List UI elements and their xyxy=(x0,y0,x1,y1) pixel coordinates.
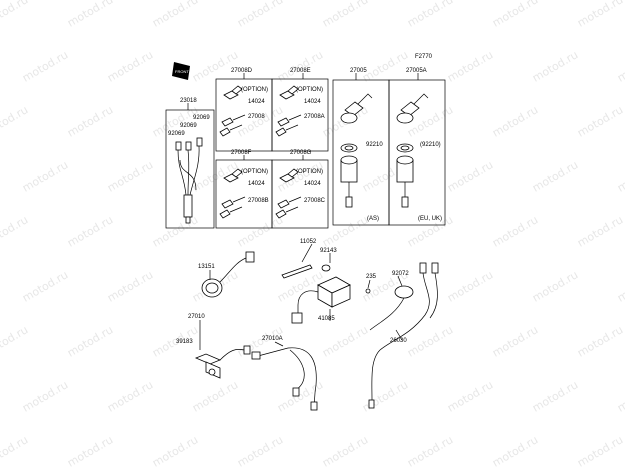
label-39183: 39183 xyxy=(176,339,193,345)
group-box-27005 xyxy=(332,79,390,226)
group-box-27008E xyxy=(271,78,329,152)
label-eu-uk: (EU, UK) xyxy=(418,216,442,222)
wire-harness-27010A xyxy=(251,347,318,411)
label-23018: 23018 xyxy=(180,98,197,104)
label-92143: 92143 xyxy=(320,248,337,254)
label-27008D: 27008D xyxy=(231,68,253,74)
key-set-27008D xyxy=(219,85,246,137)
option-label-1: (OPTION) xyxy=(241,87,268,93)
label-235: 235 xyxy=(366,274,377,280)
label-27008G: 27008G xyxy=(290,150,312,156)
diagram-code: F2770 xyxy=(415,54,433,60)
label-27005: 27005 xyxy=(350,68,367,74)
label-27008A: 27008A xyxy=(304,114,325,120)
wire-harness-26030 xyxy=(368,262,439,409)
bracket-11052 xyxy=(281,264,331,279)
label-27008B: 27008B xyxy=(248,198,269,204)
label-27005A: 27005A xyxy=(406,68,427,74)
label-27010A: 27010A xyxy=(262,336,283,342)
label-92210-paren: (92210) xyxy=(420,142,441,148)
label-13151: 13151 xyxy=(198,264,215,270)
label-92069-b: 92069 xyxy=(180,123,197,129)
option-label-4: (OPTION) xyxy=(296,169,323,175)
switch-27010 xyxy=(194,345,251,379)
label-11052: 11052 xyxy=(300,239,317,245)
group-box-23018 xyxy=(165,109,215,229)
option-label-2: (OPTION) xyxy=(296,87,323,93)
label-92072: 92072 xyxy=(392,271,409,277)
label-14024-2: 14024 xyxy=(304,99,321,105)
label-14024-4: 14024 xyxy=(304,181,321,187)
relay-box-41085 xyxy=(291,276,371,324)
label-as: (AS) xyxy=(367,216,379,222)
label-27008C: 27008C xyxy=(304,198,326,204)
label-27010: 27010 xyxy=(188,314,205,320)
label-92210: 92210 xyxy=(366,142,383,148)
front-arrow-icon: FRONT xyxy=(172,62,190,80)
group-box-27008G xyxy=(271,159,329,229)
svg-text:FRONT: FRONT xyxy=(175,69,189,74)
ignition-switch-27005 xyxy=(340,93,373,208)
label-41085: 41085 xyxy=(318,316,335,322)
ignition-switch-27005A xyxy=(396,93,429,208)
label-27008: 27008 xyxy=(248,114,265,120)
label-14024-3: 14024 xyxy=(248,181,265,187)
label-27008E: 27008E xyxy=(290,68,311,74)
label-27008F: 27008F xyxy=(231,150,252,156)
label-14024-1: 14024 xyxy=(248,99,265,105)
key-set-27008F xyxy=(219,168,246,219)
leader-lines xyxy=(187,73,419,350)
key-set-27008G xyxy=(275,168,302,219)
group-box-27005A xyxy=(388,79,446,226)
label-26030: 26030 xyxy=(390,338,407,344)
option-label-3: (OPTION) xyxy=(241,169,268,175)
label-92069-a: 92069 xyxy=(193,115,210,121)
label-92069-c: 92069 xyxy=(168,131,185,137)
wire-harness-23018 xyxy=(175,137,203,224)
meter-13151 xyxy=(201,251,255,298)
key-set-27008E xyxy=(275,85,302,137)
